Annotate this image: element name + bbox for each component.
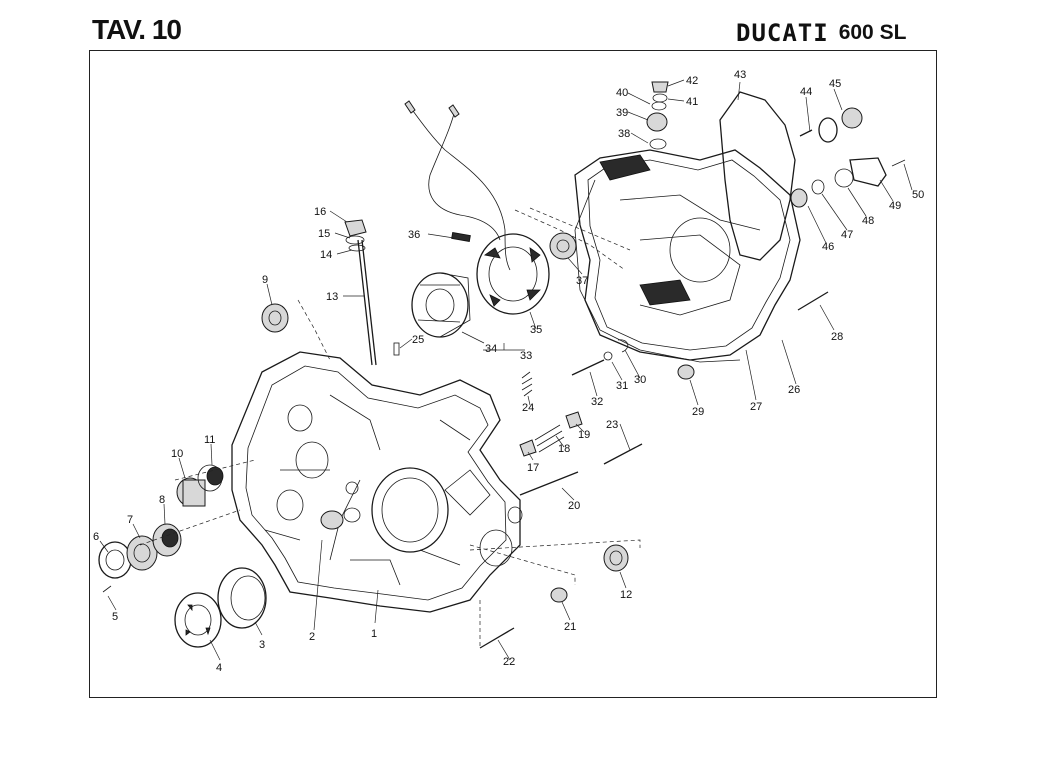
callout-41: 41 bbox=[686, 96, 698, 108]
model-label: 600 SL bbox=[838, 21, 907, 44]
page-header: TAV. 10 DUCATI 600 SL bbox=[0, 0, 1044, 60]
callout-25: 25 bbox=[412, 334, 424, 346]
callout-42: 42 bbox=[686, 75, 698, 87]
callout-32: 32 bbox=[591, 396, 603, 408]
callout-38: 38 bbox=[618, 128, 630, 140]
left-crankcase bbox=[231, 351, 523, 613]
callout-44: 44 bbox=[800, 86, 812, 98]
callout-28: 28 bbox=[831, 331, 843, 343]
brand-logo: DUCATI bbox=[736, 19, 829, 47]
callout-35: 35 bbox=[530, 324, 542, 336]
callout-29: 29 bbox=[692, 406, 704, 418]
callout-23: 23 bbox=[606, 419, 618, 431]
callout-46: 46 bbox=[822, 241, 834, 253]
leader-lines bbox=[99, 79, 913, 661]
callout-40: 40 bbox=[616, 87, 628, 99]
callout-labels: 1 2 3 4 5 6 7 8 9 10 11 12 13 14 15 16 1… bbox=[93, 69, 924, 674]
callout-31: 31 bbox=[616, 380, 628, 392]
diagram-frame bbox=[89, 50, 937, 698]
callout-21: 21 bbox=[564, 621, 576, 633]
callout-14: 14 bbox=[320, 249, 332, 261]
callout-36: 36 bbox=[408, 229, 420, 241]
table-label: TAV. 10 bbox=[92, 14, 182, 45]
assembly-lines bbox=[139, 207, 641, 648]
callout-5: 5 bbox=[112, 611, 118, 623]
callout-18: 18 bbox=[558, 443, 570, 455]
callout-3: 3 bbox=[259, 639, 265, 651]
callout-26: 26 bbox=[788, 384, 800, 396]
callout-2: 2 bbox=[309, 631, 315, 643]
callout-11: 11 bbox=[204, 434, 215, 446]
callout-12: 12 bbox=[620, 589, 632, 601]
callout-6: 6 bbox=[93, 531, 99, 543]
callout-7: 7 bbox=[127, 514, 133, 526]
callout-43: 43 bbox=[734, 69, 746, 81]
callout-16: 16 bbox=[314, 206, 326, 218]
callout-17: 17 bbox=[527, 462, 539, 474]
callout-33: 33 bbox=[520, 350, 532, 362]
callout-45: 45 bbox=[829, 78, 841, 90]
callout-22: 22 bbox=[503, 656, 515, 668]
callout-1: 1 bbox=[371, 628, 377, 640]
callout-9: 9 bbox=[262, 274, 268, 286]
brand-block: DUCATI 600 SL bbox=[736, 19, 907, 47]
callout-13: 13 bbox=[326, 291, 338, 303]
callout-10: 10 bbox=[171, 448, 183, 460]
callout-20: 20 bbox=[568, 500, 580, 512]
callout-37: 37 bbox=[576, 275, 588, 287]
callout-48: 48 bbox=[862, 215, 874, 227]
callout-19: 19 bbox=[578, 429, 590, 441]
callout-34: 34 bbox=[485, 343, 497, 355]
callout-49: 49 bbox=[889, 200, 901, 212]
callout-15: 15 bbox=[318, 228, 330, 240]
right-crankcase bbox=[574, 91, 801, 363]
callout-30: 30 bbox=[634, 374, 646, 386]
callout-39: 39 bbox=[616, 107, 628, 119]
small-parts bbox=[98, 81, 906, 649]
alternator-group bbox=[404, 100, 550, 338]
callout-24: 24 bbox=[522, 402, 534, 414]
callout-47: 47 bbox=[841, 229, 853, 241]
callout-27: 27 bbox=[750, 401, 762, 413]
callout-4: 4 bbox=[216, 662, 222, 674]
callout-50: 50 bbox=[912, 189, 924, 201]
callout-8: 8 bbox=[159, 494, 165, 506]
